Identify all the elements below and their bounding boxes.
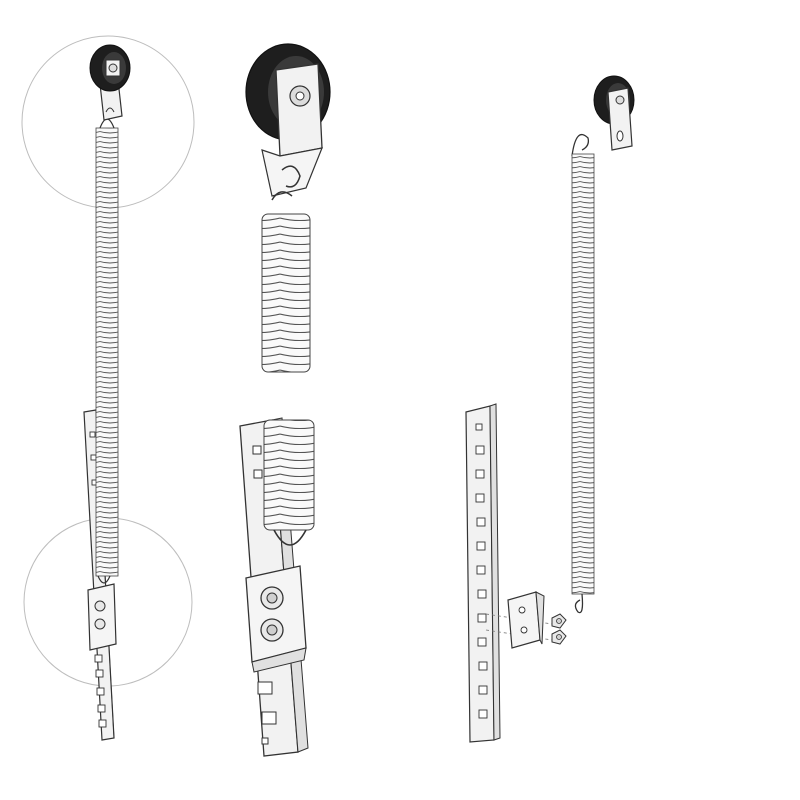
extension-spring (95, 118, 119, 577)
spring-clip-bracket (245, 565, 307, 673)
hex-bolt (551, 613, 567, 629)
hex-bolt (551, 629, 567, 645)
spring-clip-bracket (507, 591, 545, 649)
pulley (593, 75, 635, 151)
spring-clip-bracket (87, 575, 117, 651)
pulley (89, 44, 131, 121)
exploded-view (465, 75, 635, 743)
hex-bolt (94, 600, 106, 612)
extension-spring (261, 191, 311, 373)
pulley (245, 43, 331, 197)
detail-view (239, 43, 331, 757)
perforated-track-bracket (465, 403, 501, 743)
hex-bolt (94, 618, 106, 630)
assembled-view (21, 35, 195, 741)
extension-spring (263, 419, 315, 546)
extension-spring (571, 133, 595, 614)
